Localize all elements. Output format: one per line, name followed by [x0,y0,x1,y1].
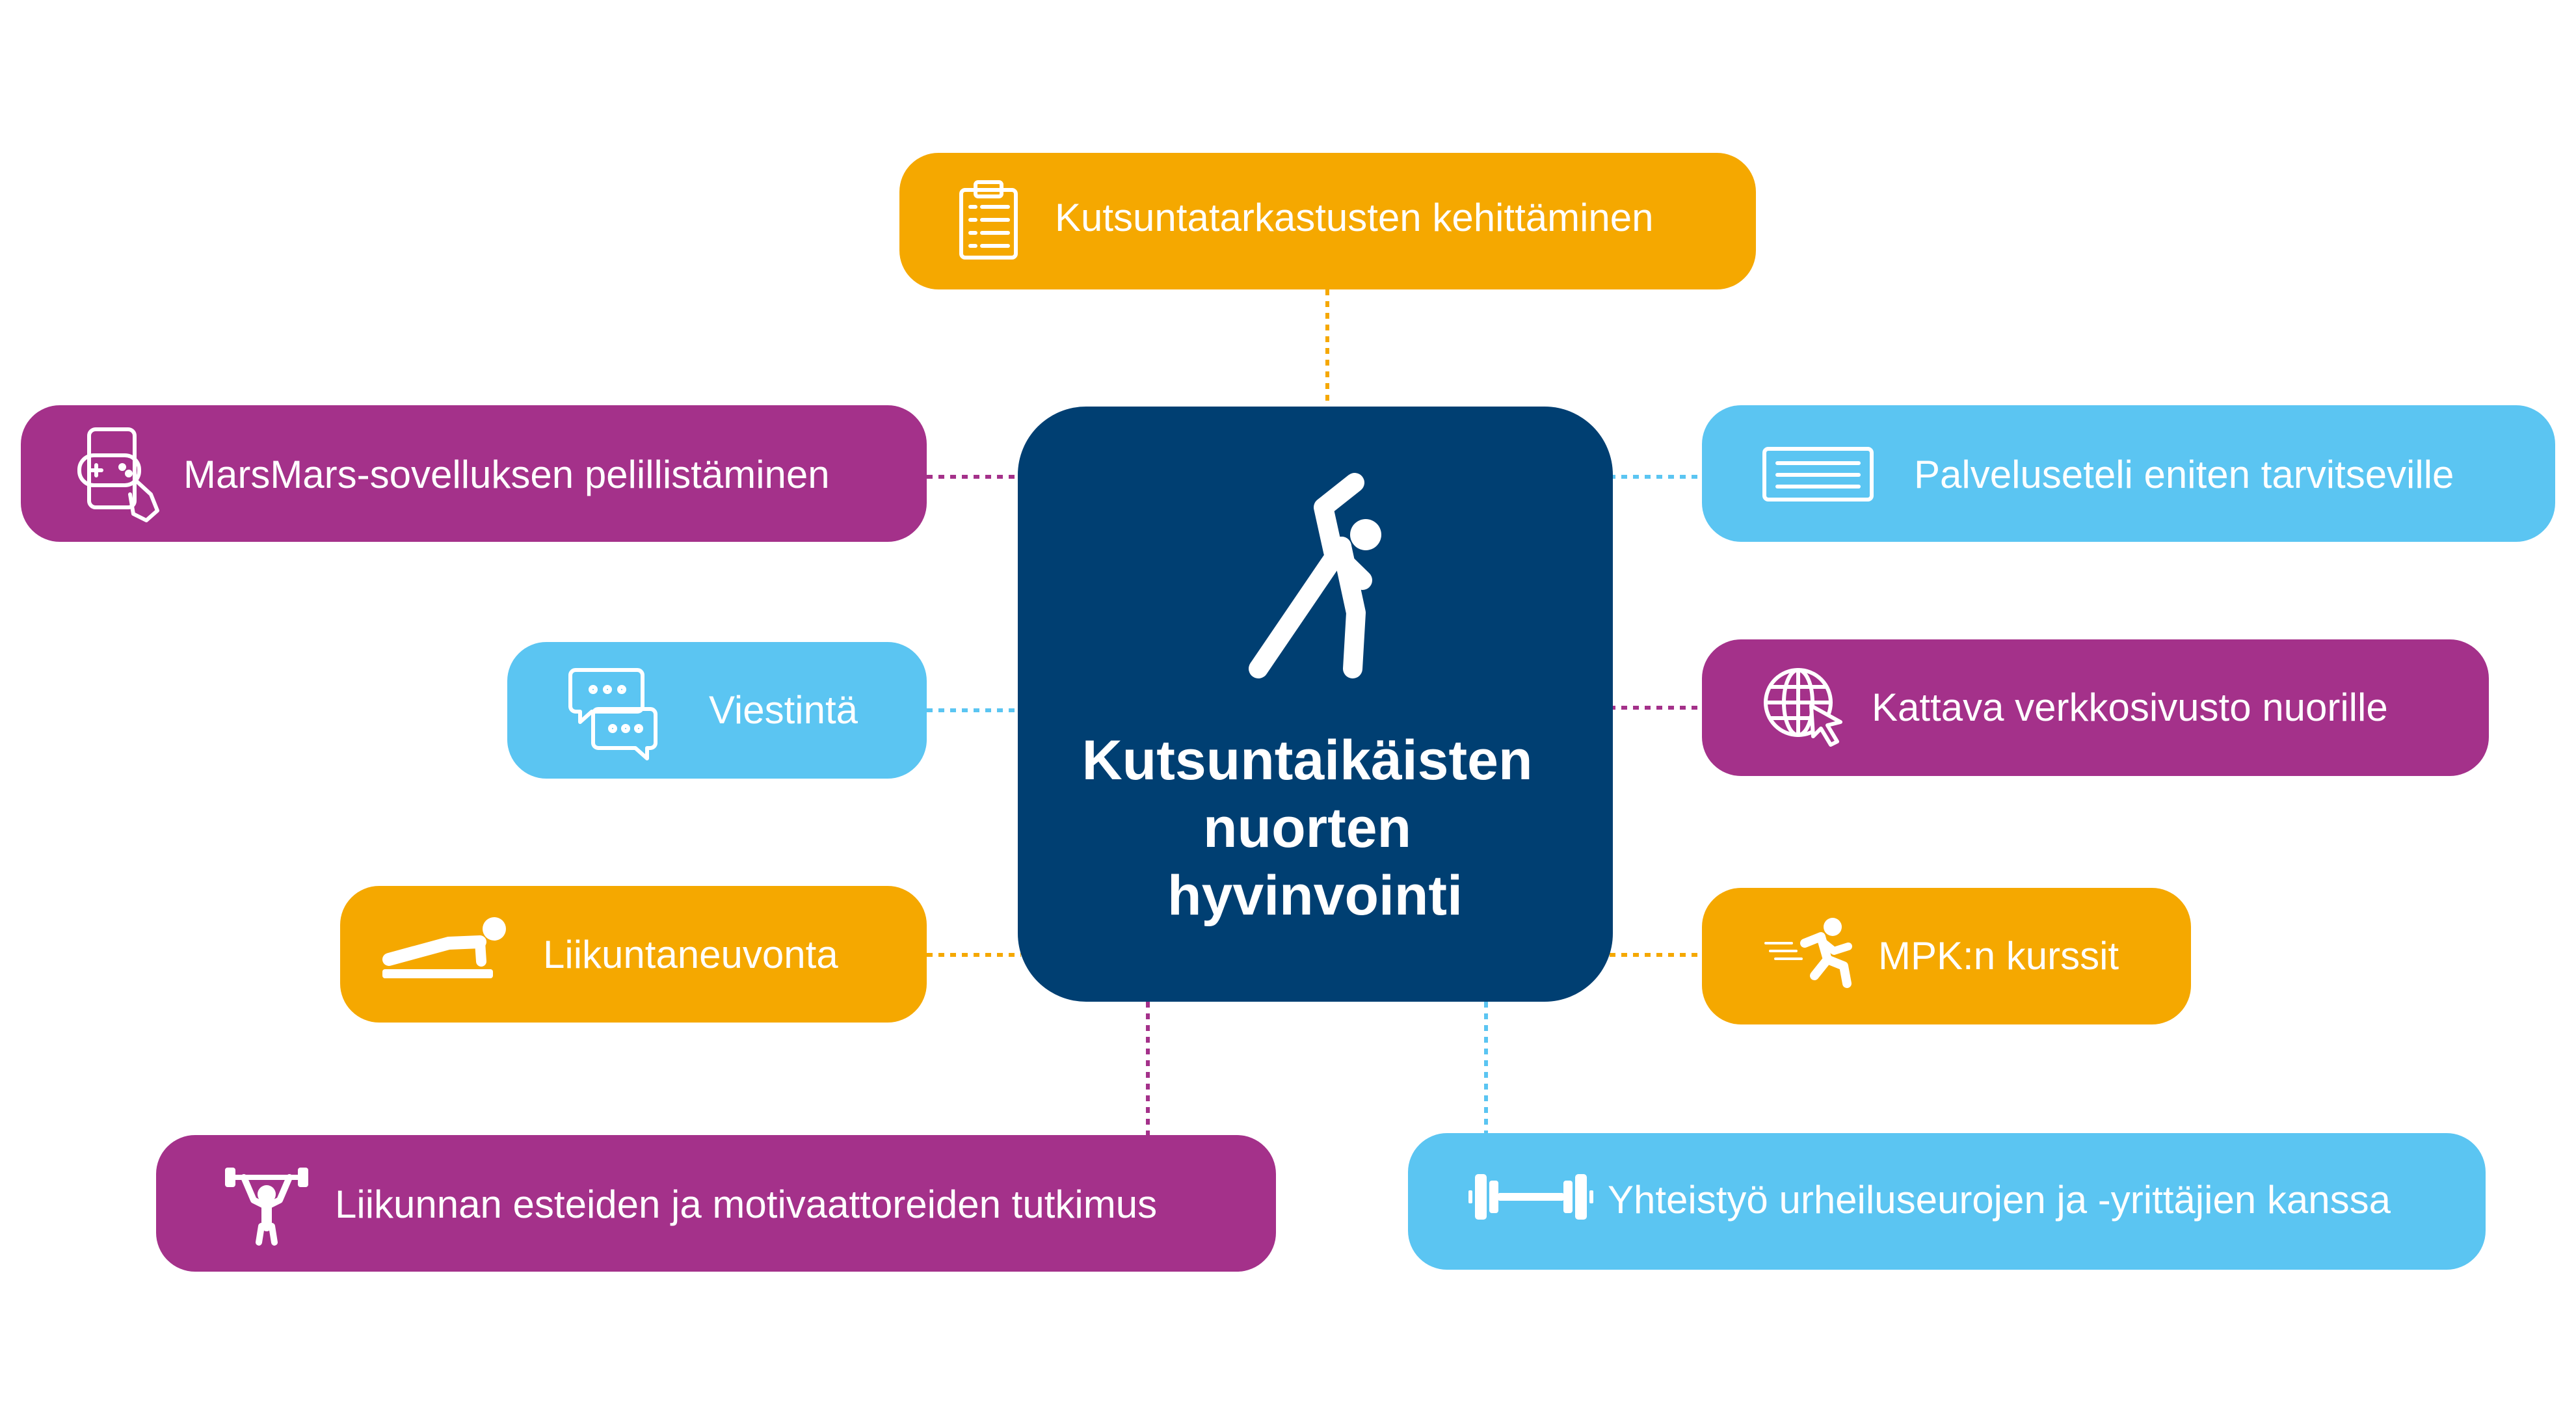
center-node: Kutsuntaikäisten nuorten hyvinvointi [1018,407,1613,1002]
node-palveluseteli-pill [1702,405,2555,542]
node-yhteistyo: Yhteistyö urheiluseurojen ja -yrittäjien… [1408,1133,2486,1270]
node-marsmars-label: MarsMars-sovelluksen pelillistäminen [183,453,830,496]
connectors [927,289,1702,1135]
globe-cursor-icon [1764,668,1842,747]
node-verkkosivusto-label: Kattava verkkosivusto nuorille [1872,686,2388,729]
node-marsmars-pill [21,405,927,542]
node-mpk-pill [1702,888,2191,1024]
node-kutsuntatarkastukset-label: Kutsuntatarkastusten kehittäminen [1055,196,1654,239]
node-palveluseteli: Palveluseteli eniten tarvitseville [1702,405,2555,542]
clipboard-checklist-icon [959,180,1018,260]
node-tutkimus: Liikunnan esteiden ja motivaattoreiden t… [156,1135,1276,1272]
node-yhteistyo-label: Yhteistyö urheiluseurojen ja -yrittäjien… [1608,1178,2391,1222]
phone-game-controller-icon [77,427,159,522]
node-verkkosivusto: Kattava verkkosivusto nuorille [1702,639,2489,776]
node-liikuntaneuvonta: Liikuntaneuvonta [340,886,927,1023]
stretching-person-icon [1249,473,1381,678]
center-title-line-2: nuorten [1203,797,1411,859]
node-yhteistyo-pill [1408,1133,2486,1270]
running-person-icon [1764,918,1852,988]
node-tutkimus-pill [156,1135,1276,1272]
node-mpk: MPK:n kurssit [1702,888,2191,1024]
node-viestinta-label: Viestintä [709,688,858,732]
node-viestinta-pill [507,642,927,779]
node-verkkosivusto-pill [1702,639,2489,776]
node-liikuntaneuvonta-label: Liikuntaneuvonta [543,933,838,976]
plank-exercise-icon [382,917,506,978]
svg-text:Kutsuntaikäisten nuorten: Kutsuntaikäisten nuorten hyvinvointi [1082,729,1548,927]
dumbbell-icon [1468,1174,1593,1220]
center-title-line-3: hyvinvointi [1167,864,1463,927]
weightlifter-icon [225,1168,308,1246]
node-tutkimus-label: Liikunnan esteiden ja motivaattoreiden t… [335,1183,1157,1226]
node-marsmars: MarsMars-sovelluksen pelillistäminen [21,405,927,542]
center-box [1018,407,1613,1002]
node-palveluseteli-label: Palveluseteli eniten tarvitseville [1914,453,2454,496]
node-mpk-label: MPK:n kurssit [1878,934,2119,978]
voucher-card-icon [1762,447,1874,502]
node-kutsuntatarkastukset: Kutsuntatarkastusten kehittäminen [899,153,1756,289]
node-viestinta: Viestintä [507,642,927,779]
center-title-line-1: Kutsuntaikäisten [1082,729,1533,792]
node-kutsuntatarkastukset-pill [899,153,1756,289]
chat-bubbles-icon [568,668,657,760]
